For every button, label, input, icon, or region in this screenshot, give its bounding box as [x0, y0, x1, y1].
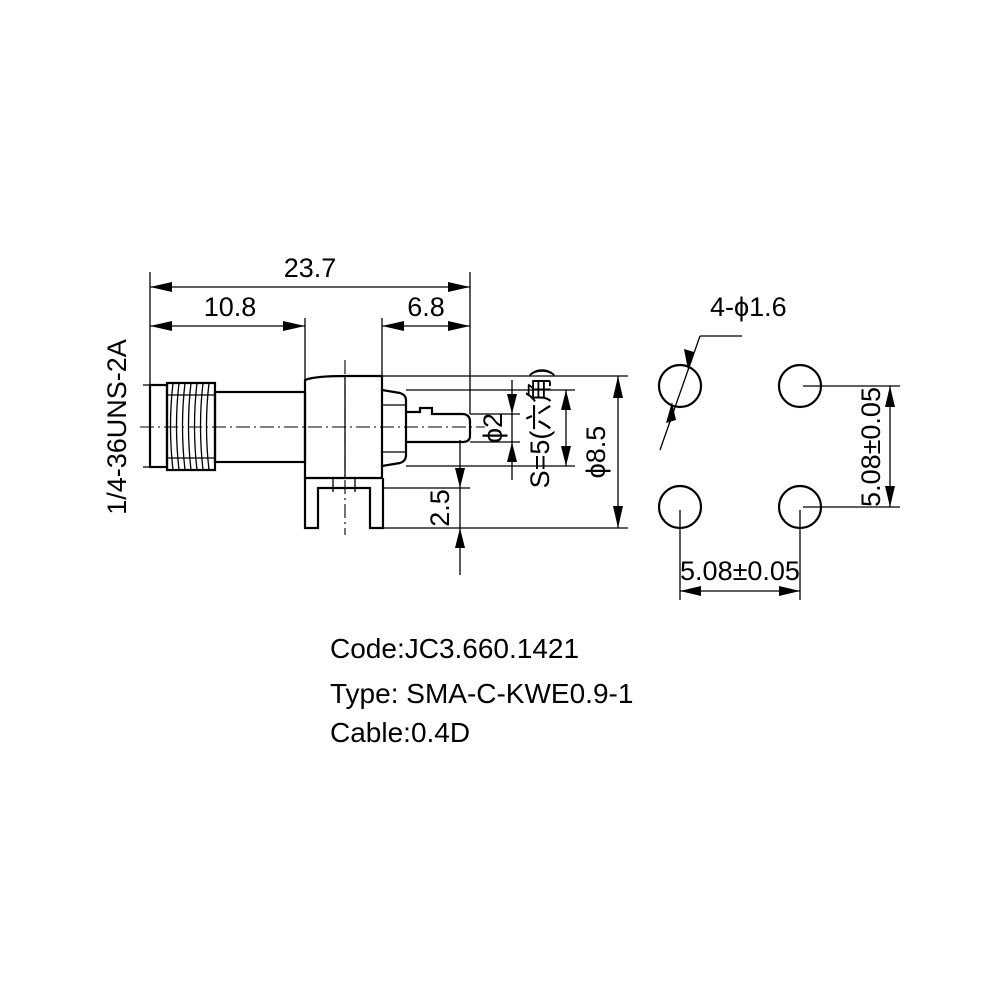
hex-size-label: S=5(六角): [525, 368, 555, 489]
mounting-legs: [303, 478, 385, 530]
leg-insulator: [332, 478, 356, 492]
hole-pitch-vertical-label: 5.08±0.05: [856, 387, 886, 507]
connector-body: [303, 374, 384, 480]
hole-pitch-horizontal-label: 5.08±0.05: [680, 556, 800, 586]
thread-length-label: 10.8: [204, 292, 257, 322]
hole-diameter-label: 4-ϕ1.6: [710, 292, 787, 322]
thread-ridges: [167, 382, 215, 471]
side-view-dimensions: 23.7 10.8 6.8 1/4-36UNS-2A ϕ2 S=5(六角): [102, 253, 628, 575]
pcb-footprint-view: 4-ϕ1.6 5.08±0.05 5.08±0.05: [657, 292, 900, 600]
product-cable: Cable:0.4D: [330, 717, 470, 748]
overall-length-label: 23.7: [284, 253, 337, 283]
rear-length-label: 6.8: [407, 292, 445, 322]
leg-height-label: 2.5: [425, 489, 455, 527]
product-code: Code:JC3.660.1421: [330, 633, 579, 664]
connector-side-view: [140, 360, 485, 535]
product-type: Type: SMA-C-KWE0.9-1: [330, 678, 633, 709]
thread-end-face: [148, 383, 169, 469]
center-pin: [406, 406, 472, 444]
thread-spec-label: 1/4-36UNS-2A: [102, 339, 132, 515]
hex-nut: [381, 388, 408, 468]
hex-nut-edges: [382, 404, 406, 453]
thread-body: [165, 381, 217, 472]
body-diameter-label: ϕ8.5: [581, 426, 611, 479]
mounting-hole-top-left: [657, 363, 703, 409]
product-info: Code:JC3.660.1421 Type: SMA-C-KWE0.9-1 C…: [330, 633, 633, 748]
hole-diameter-leader: [659, 335, 701, 451]
pin-diameter-label: ϕ2: [478, 413, 508, 443]
